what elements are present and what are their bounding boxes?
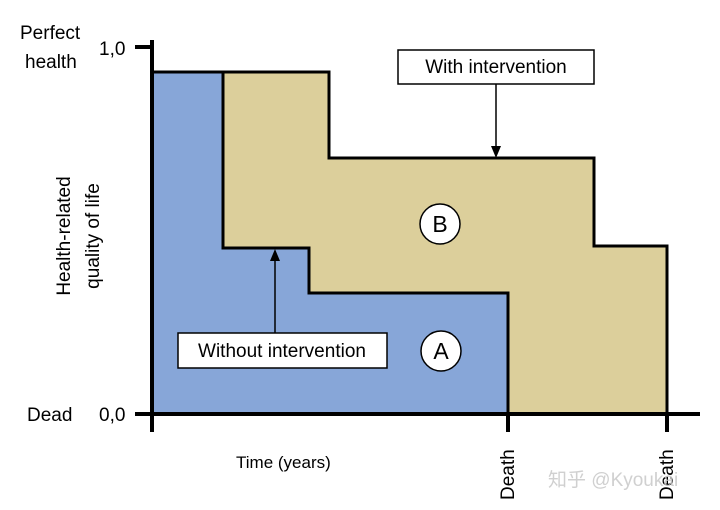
- without-intervention-label: Without intervention: [198, 341, 366, 362]
- y-axis-title-line1: Health-related: [54, 176, 75, 295]
- tick-label-bottom: 0,0: [99, 405, 125, 426]
- dead-label: Dead: [27, 405, 72, 426]
- with-intervention-label: With intervention: [425, 57, 567, 78]
- y-axis-title-line2: quality of life: [83, 183, 104, 289]
- perfect-health-label-line1: Perfect: [20, 23, 81, 44]
- without-intervention-box: [177, 332, 388, 369]
- area-a-marker: [420, 330, 462, 372]
- watermark: 知乎 @Kyoukai: [548, 469, 678, 491]
- tick-label-top: 1,0: [99, 39, 125, 60]
- without-intervention-arrowhead: [270, 249, 280, 261]
- death-label-1: Death: [498, 449, 519, 500]
- area-b-marker: [419, 203, 461, 245]
- death-label-2: Death: [657, 449, 678, 500]
- area-b-label: B: [432, 211, 447, 237]
- area-a-label: A: [433, 338, 449, 364]
- x-axis-title: Time (years): [236, 453, 331, 472]
- with-intervention-arrowhead: [491, 146, 501, 158]
- perfect-health-label-line2: health: [25, 52, 77, 73]
- y-axis-title: Health-related quality of life: [54, 176, 104, 295]
